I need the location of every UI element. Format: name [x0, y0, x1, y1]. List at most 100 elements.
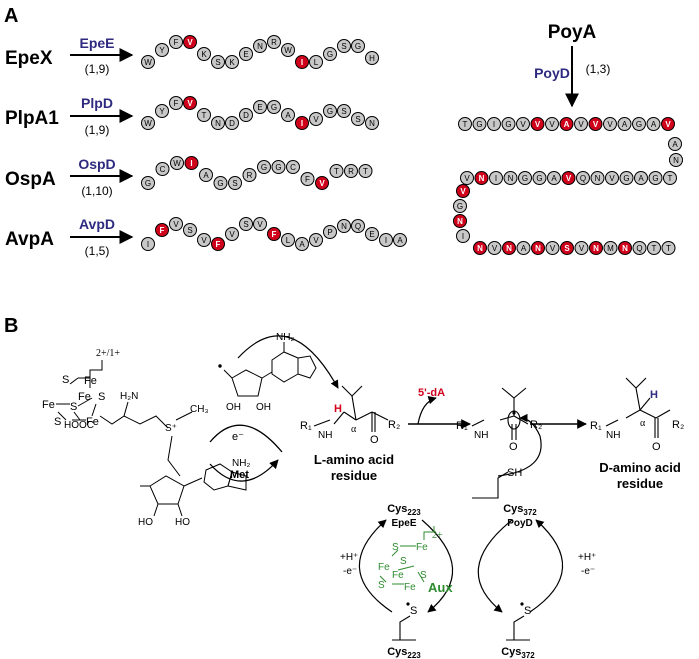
poya-r1-residue-10-label: V [593, 120, 599, 129]
sam-molecule [99, 401, 247, 517]
poya-r3-residue-4-label: A [521, 244, 527, 253]
poya-r3-residue-3-bead [502, 241, 516, 255]
poya-r3-residue-5-label: N [535, 244, 541, 253]
poya-r3-residue-13-bead [647, 241, 661, 255]
poya-r3-residue-8-bead [574, 241, 589, 255]
row3-residue-13-label: V [319, 179, 325, 188]
row3-residue-14-label: T [334, 167, 339, 176]
poya-r3-residue-7-label: S [564, 244, 570, 253]
epee-cycle-left-arc [358, 519, 393, 613]
row3-residue-3-label: W [173, 159, 181, 168]
row4-residue-14-bead [323, 225, 337, 239]
radical-nh2-label: NH₂ [276, 332, 294, 343]
poya-r1-residue-9-label: V [578, 120, 584, 129]
cys223-bottom-label: Cys223 [387, 646, 421, 659]
row2-residue-15-bead [337, 104, 351, 118]
poya-r2-residue-14-bead [474, 171, 489, 185]
int-nh-label: NH [474, 430, 488, 441]
poya-r2-residue-1-label: T [668, 174, 673, 183]
poya-left-residue-2-label: G [457, 202, 463, 211]
aux-s3: S [420, 570, 427, 581]
d-aa-alpha-label: α [640, 418, 646, 429]
cys372-radical-dot [520, 602, 524, 606]
d-aa-r1-label: R₁ [590, 420, 602, 432]
row3-residue-11-label: C [290, 163, 296, 172]
poya-turn-n-label: N [673, 156, 679, 165]
l-aa-r2-label: R₂ [388, 419, 400, 431]
aux-s1: S [392, 542, 399, 553]
poya-r1-residue-14-bead [646, 117, 661, 131]
int-r1-label: R₁ [456, 420, 468, 432]
poya-r3-residue-11-bead [618, 241, 632, 255]
row1-residue-1-label: W [144, 58, 152, 67]
sh-label: SH [507, 467, 522, 479]
l-amino-acid-structure [313, 385, 389, 432]
poya-left-residue-1-bead [456, 184, 470, 198]
sam-cluster-s2: S [98, 391, 105, 403]
poya-r3-residue-10-label: M [607, 244, 614, 253]
poya-r1-residue-5-bead [516, 117, 530, 131]
row1-residue-10-bead [267, 35, 281, 49]
row4-residue-6-label: F [216, 240, 221, 249]
row3-spacing: (1,10) [81, 184, 112, 198]
row4-residue-11-bead [281, 233, 295, 247]
row4-residue-2-label: F [160, 226, 165, 235]
row3-residue-10-label: G [275, 163, 281, 172]
row2-residue-10-bead [267, 100, 281, 114]
aux-fe3: Fe [392, 570, 404, 581]
sam-ho1-label: HO [138, 517, 153, 528]
cys372-top-label: Cys372 [503, 503, 537, 517]
epee-label: EpeE [391, 518, 416, 529]
row4-residue-8-label: S [243, 220, 248, 229]
row4-residue-6-bead [211, 237, 225, 251]
row4-residue-15-label: N [341, 222, 347, 231]
poya-r3-residue-11-label: N [622, 244, 628, 253]
row1-residue-15-bead [337, 39, 351, 53]
aux-fe1: Fe [416, 542, 428, 553]
row1-residue-4-label: V [187, 38, 193, 47]
row1-residue-16-bead [351, 39, 365, 53]
row3-residue-16-label: T [363, 167, 368, 176]
row3-residue-12-label: F [305, 175, 310, 184]
poya-r3-residue-1-bead [473, 241, 487, 255]
row3-residue-8-bead [242, 168, 257, 182]
poya-r3-residue-12-bead [632, 241, 647, 255]
row1-residue-15-label: S [341, 42, 346, 51]
row4-residue-14-label: P [327, 228, 332, 237]
poya-r1-residue-15-label: V [665, 120, 671, 129]
poya-r3-residue-13-label: T [652, 244, 657, 253]
poya-r1-residue-5-label: V [520, 120, 526, 129]
cys223-thiyl-backbone [392, 615, 416, 641]
row4-residue-9-label: V [257, 220, 263, 229]
poya-r2-residue-1-bead [663, 171, 677, 185]
d-aa-r2-label: R₂ [672, 419, 684, 431]
poya-left-residue-1-label: V [460, 187, 466, 196]
row3-residue-16-bead [358, 164, 373, 178]
deoxyadenosyl-radical [223, 342, 317, 397]
sam-carboxyl-label: HOOC [64, 420, 94, 431]
row3-residue-8-label: R [247, 171, 253, 180]
row1-residue-13-label: L [314, 58, 319, 67]
row1-residue-12-bead [295, 55, 309, 69]
poya-r3-residue-2-label: V [492, 244, 498, 253]
poya-r2-residue-3-bead [634, 171, 648, 185]
row1-residue-7-bead [225, 55, 239, 69]
row2-residue-2-bead [155, 104, 169, 118]
row4-residue-5-bead [197, 233, 211, 247]
row2-residue-4-bead [183, 96, 197, 110]
poya-r1-residue-11-bead [603, 117, 617, 131]
poya-left-residue-4-label: I [462, 232, 464, 241]
row2-residue-3-bead [169, 96, 183, 110]
poya-r3-residue-12-label: Q [636, 244, 642, 253]
row2-residue-1-label: W [144, 119, 152, 128]
row1-residue-10-label: R [271, 38, 277, 47]
row1-residue-5-bead [197, 47, 211, 61]
l-aa-r1-label: R₁ [300, 420, 312, 432]
row4-spacing: (1,5) [85, 244, 110, 258]
row2-residue-17-label: N [369, 119, 375, 128]
row2-residue-16-label: S [355, 115, 360, 124]
l-aa-n-label: NH [318, 430, 332, 441]
row1-residue-4-bead [183, 35, 197, 49]
row3-residue-7-bead [228, 176, 242, 190]
